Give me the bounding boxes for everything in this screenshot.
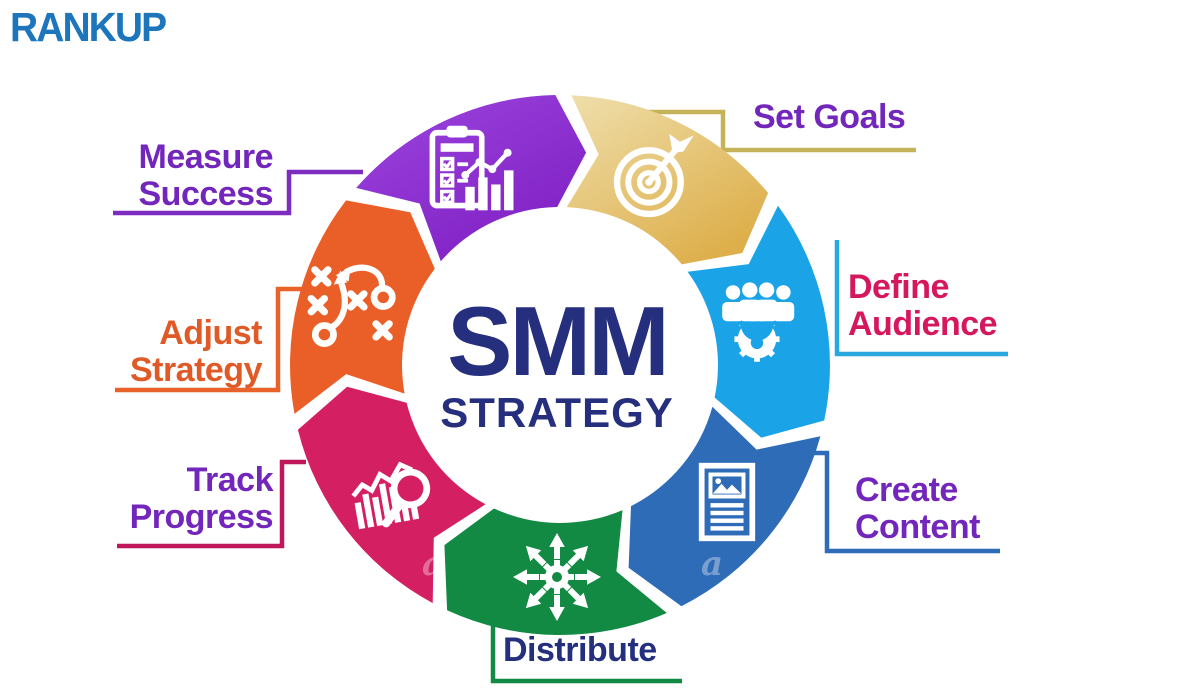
watermark-letter: a <box>701 544 723 584</box>
watermarks: aa <box>422 544 723 584</box>
label-line: Progress <box>129 498 274 536</box>
rankup-logo-text: RANKUP <box>10 4 167 50</box>
label-line: Strategy <box>129 351 263 389</box>
label-line: Set Goals <box>753 98 906 136</box>
label-line: Define <box>848 268 949 306</box>
label-line: Content <box>855 508 980 546</box>
label-line: Measure <box>138 138 274 176</box>
label-set-goals: Set Goals <box>753 98 906 136</box>
watermark-letter: a <box>422 544 444 584</box>
share-icon <box>513 533 601 621</box>
label-distribute: Distribute <box>503 632 657 669</box>
label-adjust-strategy: Adjust Strategy <box>129 314 263 389</box>
center-title: SMM STRATEGY <box>440 292 674 434</box>
label-line: Audience <box>848 305 998 343</box>
label-define-audience: Define Audience <box>848 268 998 343</box>
center-title-sub: STRATEGY <box>440 389 674 436</box>
connector-define-audience <box>834 240 1008 357</box>
label-line: Success <box>138 175 274 213</box>
label-line: Distribute <box>503 631 657 669</box>
segment-measure-success <box>356 95 587 262</box>
connector-adjust-strategy <box>115 286 303 393</box>
label-measure-success: Measure Success <box>139 139 274 213</box>
rankup-logo: RANKUP <box>10 4 167 51</box>
connector-measure-success <box>113 169 363 216</box>
label-line: Adjust <box>159 314 262 352</box>
center-title-main: SMM <box>447 286 670 396</box>
label-line: Track <box>186 461 274 499</box>
connector-distribute <box>490 608 682 684</box>
connector-set-goals <box>645 109 916 153</box>
label-track-progress: Track Progress <box>129 461 274 536</box>
label-create-content: Create Content <box>855 472 980 546</box>
label-line: Create <box>855 471 958 509</box>
connector-track-progress <box>117 459 306 549</box>
